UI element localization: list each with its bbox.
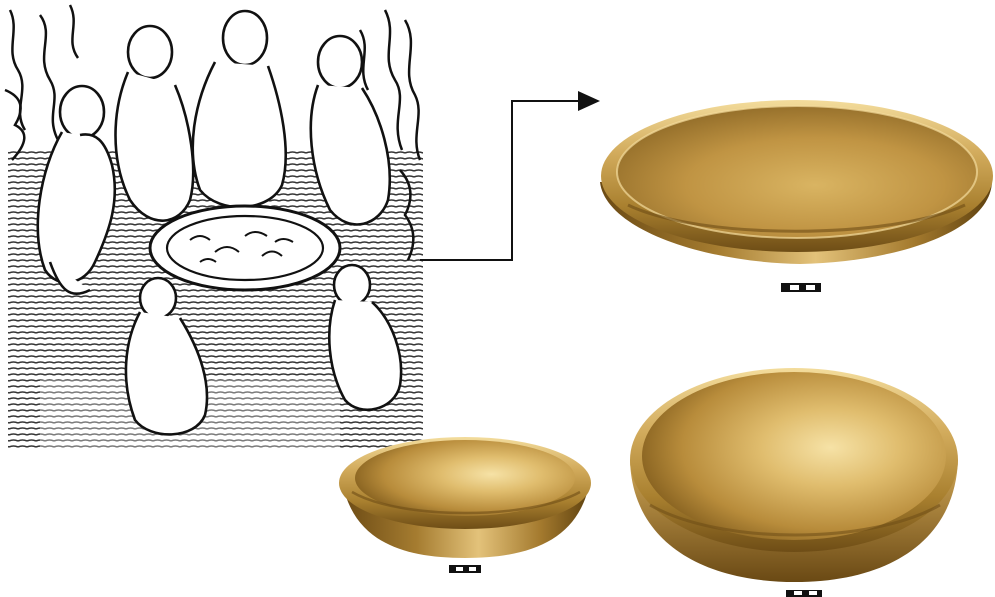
scale-bar-small-bowl [449, 565, 481, 573]
woodcut-basin [150, 206, 340, 290]
scale-bar-deep-bowl [786, 590, 822, 597]
woodcut-illustration [5, 5, 423, 450]
vessel-large-plate [600, 100, 993, 264]
vessel-deep-bowl [630, 368, 958, 582]
connector-arrow [420, 101, 598, 260]
vessel-small-bowl [339, 437, 591, 558]
scale-bar-large-plate [781, 283, 821, 292]
